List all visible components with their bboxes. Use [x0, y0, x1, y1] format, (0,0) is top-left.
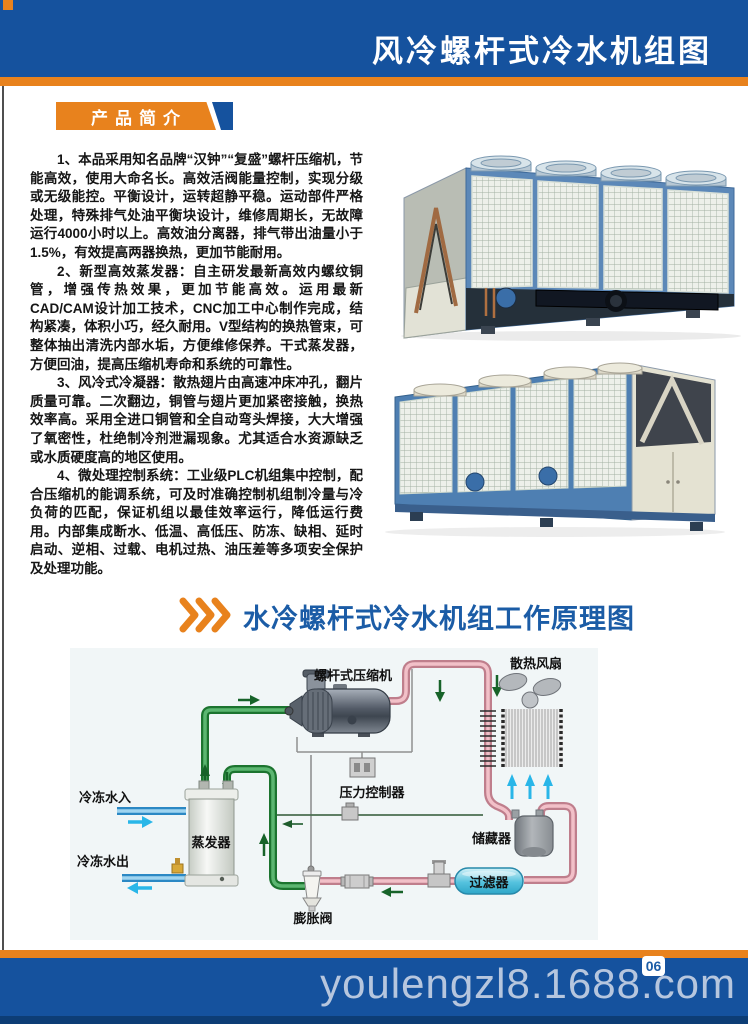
footer-bar [0, 958, 748, 1016]
label-chilled-water-out: 冷冻水出 [77, 854, 129, 869]
pressure-controller-box [349, 757, 376, 778]
label-compressor: 螺杆式压缩机 [314, 668, 392, 683]
label-filter: 过滤器 [469, 875, 509, 890]
header-bar: 风冷螺杆式冷水机组图 [0, 0, 748, 77]
intro-paragraph: 3、风冷式冷凝器：散热翅片由高速冲床冲孔，翻片质量可靠。二次翻边，铜管与翅片更加… [30, 375, 363, 465]
suction-pipe [201, 706, 299, 794]
label-receiver: 储藏器 [471, 831, 512, 846]
liquid-return-pipe [223, 765, 305, 890]
intro-text-block: 1、本品采用知名品牌“汉钟”“复盛”螺杆压缩机，节能高效，使用大命名长。高效活阀… [30, 151, 363, 579]
product-photo-2 [385, 362, 725, 537]
left-edge-line [2, 86, 4, 950]
principle-diagram: 螺杆式压缩机 散热风扇 压力控制器 冷冻水入 蒸发器 冷冻水出 膨胀阀 过滤器 … [70, 648, 598, 940]
airflow-arrows [507, 774, 553, 799]
label-fan: 散热风扇 [510, 656, 562, 671]
intro-paragraph: 2、新型高效蒸发器：自主研发最新高效内螺纹铜管，增强传热效果，更加节能高效。运用… [30, 263, 364, 372]
receiver-graphic [511, 809, 554, 857]
evaporator-graphic [184, 780, 239, 887]
solenoid-valve [427, 860, 451, 888]
label-chilled-water-in: 冷冻水入 [79, 790, 131, 805]
sight-glass [340, 874, 374, 889]
expansion-valve-graphic [302, 865, 322, 912]
fan-cowls [470, 155, 727, 187]
intro-paragraph: 4、微处理控制系统：工业级PLC机组集中控制，配合压缩机的能调系统，可及时准确控… [30, 468, 363, 577]
section-badge-label: 产品简介 [91, 108, 187, 128]
page-title: 风冷螺杆式冷水机组图 [372, 34, 712, 69]
product-photo-1 [401, 155, 741, 341]
control-wiring [276, 669, 483, 871]
footer-url: youlengzl8.1688.com [320, 960, 736, 1007]
water-valve [171, 858, 184, 874]
principle-title: 水冷螺杆式冷水机组工作原理图 [243, 604, 635, 634]
label-expansion-valve: 膨胀阀 [292, 911, 332, 926]
equalizer-fitting [282, 802, 359, 828]
chevrons-icon [179, 597, 231, 633]
page-number-badge: 06 [642, 956, 665, 976]
footer-dark-strip [0, 1016, 748, 1024]
footer-orange-stripe [0, 950, 748, 958]
cooling-fan-icon [498, 673, 562, 709]
filter-graphic [454, 867, 524, 895]
label-evaporator: 蒸发器 [191, 835, 231, 850]
chilled-water-pipes [117, 807, 186, 894]
intro-paragraph: 1、本品采用知名品牌“汉钟”“复盛”螺杆压缩机，节能高效，使用大命名长。高效活阀… [30, 152, 363, 260]
section-badge-accent [212, 102, 233, 130]
condenser-coil [480, 709, 563, 799]
section-badge: 产品简介 [56, 102, 216, 130]
corner-square-decoration [3, 0, 13, 10]
fan-cowls [413, 362, 643, 397]
header-orange-stripe [0, 77, 748, 86]
compressor-graphic [284, 669, 391, 737]
label-pressure-controller: 压力控制器 [339, 785, 405, 800]
